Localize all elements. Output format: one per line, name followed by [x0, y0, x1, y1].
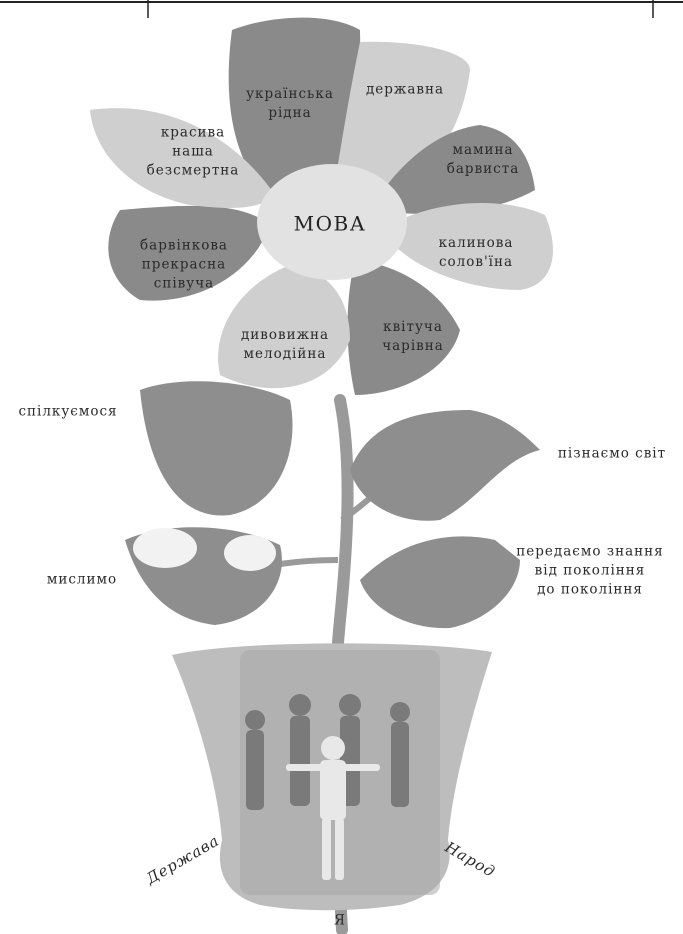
- petal-line: солов'їна: [438, 254, 514, 270]
- petal-label-periwinkle: барвінкова прекрасна співуча: [140, 237, 228, 294]
- leaf-communicate: [140, 381, 293, 516]
- thought-bubble: [224, 535, 276, 571]
- leaf-line: пізнаємо світ: [557, 445, 667, 462]
- pot-label-bottom: Я: [334, 912, 346, 929]
- leaf-line: спілкуємося: [18, 403, 118, 420]
- petal-line: безсмертна: [146, 162, 240, 179]
- petal-wonderful: [218, 265, 350, 389]
- petal-label-beautiful: красива наша безсмертна: [147, 124, 240, 181]
- leaf-know-world: [350, 410, 540, 521]
- petal-mother: [370, 125, 535, 214]
- petal-line: українська: [246, 86, 334, 102]
- petal-line: квітуча: [383, 319, 443, 335]
- petal-line: красива: [160, 124, 226, 141]
- petal-line: барвиста: [446, 161, 520, 177]
- petal-label-state: державна: [366, 81, 444, 100]
- petal-line: наша: [172, 143, 214, 160]
- thought-bubble: [133, 528, 197, 568]
- child-figure: [286, 736, 380, 880]
- petal-line: рідна: [268, 105, 312, 121]
- leaf-line: мислимо: [46, 571, 118, 588]
- flower-center: [257, 164, 407, 280]
- petal-line: дивовижна: [240, 327, 330, 343]
- petal-line: калинова: [438, 235, 514, 251]
- petal-line: державна: [365, 81, 445, 98]
- petal-periwinkle: [108, 205, 270, 301]
- leaf-line: до покоління: [537, 581, 643, 598]
- petal-label-wonderful: дивовижна мелодійна: [241, 326, 329, 364]
- petal-beautiful: [90, 108, 275, 208]
- petal-line: співуча: [153, 275, 215, 292]
- leaf-line: передаємо знання: [516, 543, 664, 560]
- petal-label-mother: мамина барвиста: [447, 141, 520, 179]
- petal-blooming: [347, 260, 460, 395]
- leaf-label-think: мислимо: [47, 571, 117, 590]
- petal-label-guelder: калинова солов'їна: [439, 234, 514, 272]
- petal-line: мамина: [452, 142, 514, 158]
- leaf-pass-knowledge: [360, 536, 520, 629]
- leaf-label-know-world: пізнаємо світ: [558, 445, 666, 464]
- petal-line: чарівна: [382, 338, 444, 354]
- leaf-label-communicate: спілкуємося: [18, 403, 117, 422]
- center-label: МОВА: [293, 211, 367, 236]
- leaf-line: від покоління: [534, 562, 646, 579]
- leaf-label-pass-knowledge: передаємо знання від покоління до поколі…: [516, 543, 663, 600]
- petal-guelder: [380, 203, 553, 290]
- petal-label-ukrainian: українська рідна: [246, 85, 334, 123]
- petal-line: прекрасна: [141, 256, 227, 273]
- petal-line: барвінкова: [140, 237, 228, 254]
- petal-label-blooming: квітуча чарівна: [382, 318, 444, 356]
- petal-line: мелодійна: [243, 346, 327, 362]
